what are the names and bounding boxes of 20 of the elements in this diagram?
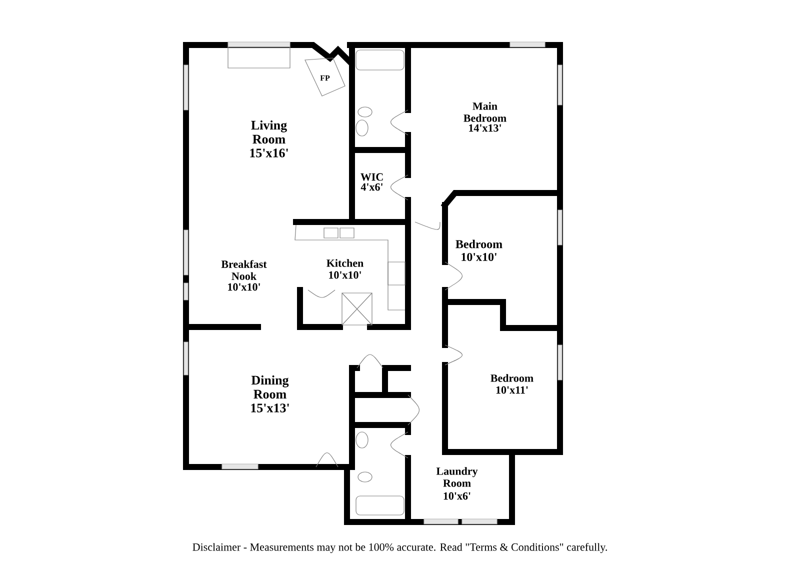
- room-label: WIC: [360, 173, 383, 181]
- room-label: Dining Room: [251, 375, 289, 399]
- room-label: 10'x6': [444, 492, 470, 500]
- room-label: 10'x11': [496, 386, 528, 394]
- room-label: 10'x10': [228, 283, 260, 291]
- room-label: Living Room: [251, 120, 287, 144]
- room-label: 4'x6': [360, 183, 382, 191]
- room-label: Bedroom: [490, 374, 534, 382]
- room-label: Bedroom: [456, 240, 502, 248]
- room-label: Kitchen: [326, 259, 364, 267]
- room-label: 15'x13': [251, 404, 289, 412]
- disclaimer-text: Disclaimer - Measurements may not be 100% accurate. Read "Terms & Conditions" carefully.: [192, 542, 607, 554]
- room-label: 15'x16': [250, 148, 288, 158]
- room-label: 10'x10': [329, 271, 361, 279]
- room-label: Breakfast Nook: [221, 260, 267, 280]
- room-label: FP: [320, 75, 330, 81]
- room-label: Main Bedroom: [464, 102, 506, 122]
- room-label: 14'x13': [469, 124, 501, 132]
- room-label: Laundry Room: [436, 467, 478, 487]
- room-label: 10'x10': [462, 252, 496, 262]
